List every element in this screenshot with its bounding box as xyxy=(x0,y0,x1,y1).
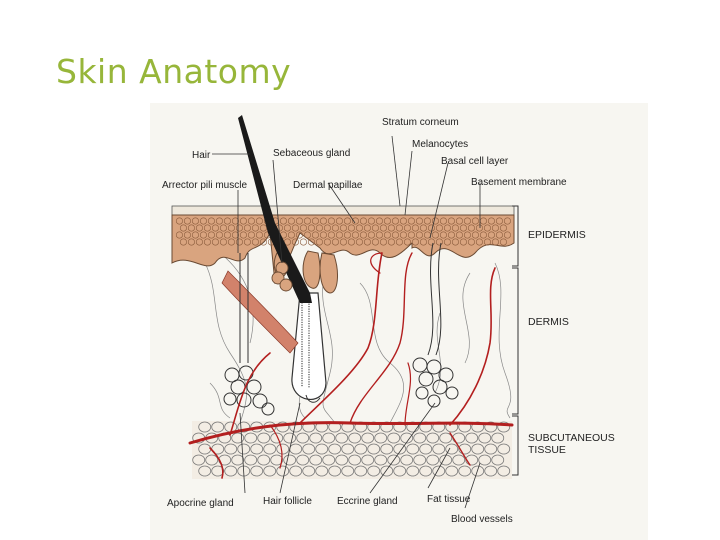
follicle-dot xyxy=(301,358,302,359)
label-melanocytes: Melanocytes xyxy=(412,139,468,150)
follicle-dot xyxy=(301,344,302,345)
follicle-dot xyxy=(308,328,309,329)
label-fat-tissue: Fat tissue xyxy=(427,494,471,505)
follicle-dot xyxy=(308,311,309,312)
layer-label-tissue: TISSUE xyxy=(528,444,566,456)
label-hair: Hair xyxy=(192,150,211,161)
follicle-dot xyxy=(301,356,302,357)
follicle-dot xyxy=(308,372,309,373)
follicle-dot xyxy=(301,348,302,349)
epidermal-cell xyxy=(300,239,306,245)
follicle-dot xyxy=(308,330,309,331)
follicle-dot xyxy=(308,364,309,365)
follicle-dot xyxy=(301,373,302,374)
follicle-dot xyxy=(308,338,309,339)
follicle-dot xyxy=(308,340,309,341)
follicle-dot xyxy=(308,386,309,387)
follicle-dot xyxy=(301,310,302,311)
follicle-dot xyxy=(308,313,309,314)
follicle-dot xyxy=(308,342,309,343)
hair-follicle xyxy=(292,293,326,402)
follicle-dot xyxy=(301,361,302,362)
follicle-dot xyxy=(301,305,302,306)
follicle-dot xyxy=(308,318,309,319)
label-hair-follicle: Hair follicle xyxy=(263,496,312,507)
label-basement-membrane: Basement membrane xyxy=(471,177,567,188)
follicle-dot xyxy=(301,319,302,320)
follicle-dot xyxy=(308,362,309,363)
follicle-dot xyxy=(308,379,309,380)
follicle-dot xyxy=(301,331,302,332)
follicle-dot xyxy=(301,385,302,386)
follicle-dot xyxy=(301,334,302,335)
follicle-dot xyxy=(301,363,302,364)
label-dermal-papillae: Dermal papillae xyxy=(293,180,363,191)
follicle-dot xyxy=(301,339,302,340)
layer-label-dermis: DERMIS xyxy=(528,316,569,328)
follicle-dot xyxy=(308,306,309,307)
layer-label-epidermis: EPIDERMIS xyxy=(528,229,586,241)
follicle-dot xyxy=(301,341,302,342)
follicle-dot xyxy=(308,304,309,305)
follicle-dot xyxy=(301,351,302,352)
follicle-dot xyxy=(301,317,302,318)
layer-brackets xyxy=(512,206,518,475)
layer-label-subcutaneous: SUBCUTANEOUS xyxy=(528,432,615,444)
label-stratum-corneum: Stratum corneum xyxy=(382,117,459,128)
follicle-dot xyxy=(308,374,309,375)
follicle-dot xyxy=(308,369,309,370)
follicle-dot xyxy=(301,324,302,325)
follicle-dot xyxy=(301,353,302,354)
follicle-dot xyxy=(301,314,302,315)
follicle-dot xyxy=(301,382,302,383)
follicle-dot xyxy=(301,378,302,379)
label-sebaceous-gland: Sebaceous gland xyxy=(273,148,350,159)
follicle-dot xyxy=(308,325,309,326)
follicle-dot xyxy=(308,321,309,322)
follicle-dot xyxy=(308,347,309,348)
follicle-dot xyxy=(301,346,302,347)
follicle-dot xyxy=(301,329,302,330)
slide-title: Skin Anatomy xyxy=(56,52,291,91)
label-blood-vessels: Blood vessels xyxy=(451,514,513,525)
follicle-dot xyxy=(308,335,309,336)
follicle-dot xyxy=(308,376,309,377)
skin-cross-section-diagram: Stratum corneum Melanocytes Hair Sebaceo… xyxy=(150,103,648,540)
follicle-dot xyxy=(301,336,302,337)
follicle-dot xyxy=(301,375,302,376)
follicle-dot xyxy=(308,384,309,385)
follicle-dot xyxy=(301,322,302,323)
follicle-dot xyxy=(308,367,309,368)
skin-anatomy-figure: Stratum corneum Melanocytes Hair Sebaceo… xyxy=(150,103,648,540)
follicle-dot xyxy=(308,357,309,358)
label-basal-cell-layer: Basal cell layer xyxy=(441,156,509,167)
follicle-dot xyxy=(301,312,302,313)
follicle-dot xyxy=(308,345,309,346)
eccrine-gland xyxy=(413,243,458,407)
epidermis-layer xyxy=(172,206,514,283)
follicle-dot xyxy=(301,368,302,369)
follicle-dot xyxy=(308,316,309,317)
label-eccrine-gland: Eccrine gland xyxy=(337,496,398,507)
follicle-dot xyxy=(308,352,309,353)
label-arrector-pili-muscle: Arrector pili muscle xyxy=(162,180,247,191)
follicle-dot xyxy=(301,327,302,328)
follicle-dot xyxy=(308,359,309,360)
follicle-dot xyxy=(301,365,302,366)
follicle-dot xyxy=(308,323,309,324)
follicle-dot xyxy=(301,380,302,381)
follicle-dot xyxy=(308,350,309,351)
follicle-dot xyxy=(308,355,309,356)
follicle-dot xyxy=(308,381,309,382)
follicle-dot xyxy=(301,370,302,371)
follicle-dot xyxy=(308,308,309,309)
label-apocrine-gland: Apocrine gland xyxy=(167,498,234,509)
follicle-dot xyxy=(308,333,309,334)
follicle-dot xyxy=(301,307,302,308)
